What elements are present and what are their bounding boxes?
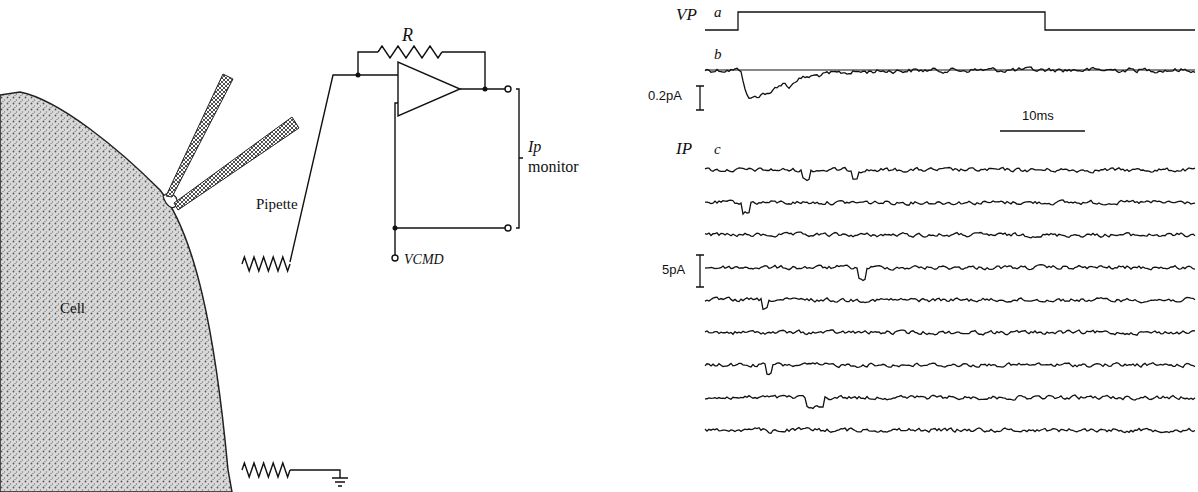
pipette [166,74,299,210]
scale-bar [696,255,704,287]
panel-letter: b [714,46,722,63]
part-name: Pipette [256,196,298,213]
single-channel-trace [705,265,1195,281]
voltage-step-trace [705,12,1195,30]
ground-symbol [332,478,348,486]
amplifier-circuit [242,46,523,486]
panel-letter: a [714,4,722,21]
scale-bar [696,86,704,110]
single-channel-trace [705,200,1195,214]
single-channel-trace [705,297,1195,309]
single-channel-trace [705,428,1195,434]
signal-name: VP [676,6,697,25]
single-channel-trace [705,395,1195,408]
signal-name: Ip [528,138,541,156]
resistor-label: R [402,26,413,46]
signal-name: VCMD [404,252,444,267]
panel-letter: c [714,141,721,158]
ground-electrode-coil [242,463,290,477]
scale-value: 10ms [1022,109,1054,123]
traces [696,12,1195,433]
single-channel-trace [705,232,1195,238]
single-channel-trace [705,167,1195,180]
single-channel-trace [705,330,1195,335]
single-channel-trace [705,363,1195,375]
resistor-symbol [378,46,442,58]
cell-body [0,92,232,492]
part-name: Cell [60,300,85,317]
average-current-trace [705,67,1195,98]
op-amp [398,62,460,116]
signal-name: IP [676,140,692,159]
scale-value: 0.2pA [648,89,682,103]
scale-bar [1000,130,1085,132]
electrode-coil [242,257,290,271]
scale-value: 5pA [662,263,685,277]
signal-name: monitor [528,158,579,176]
